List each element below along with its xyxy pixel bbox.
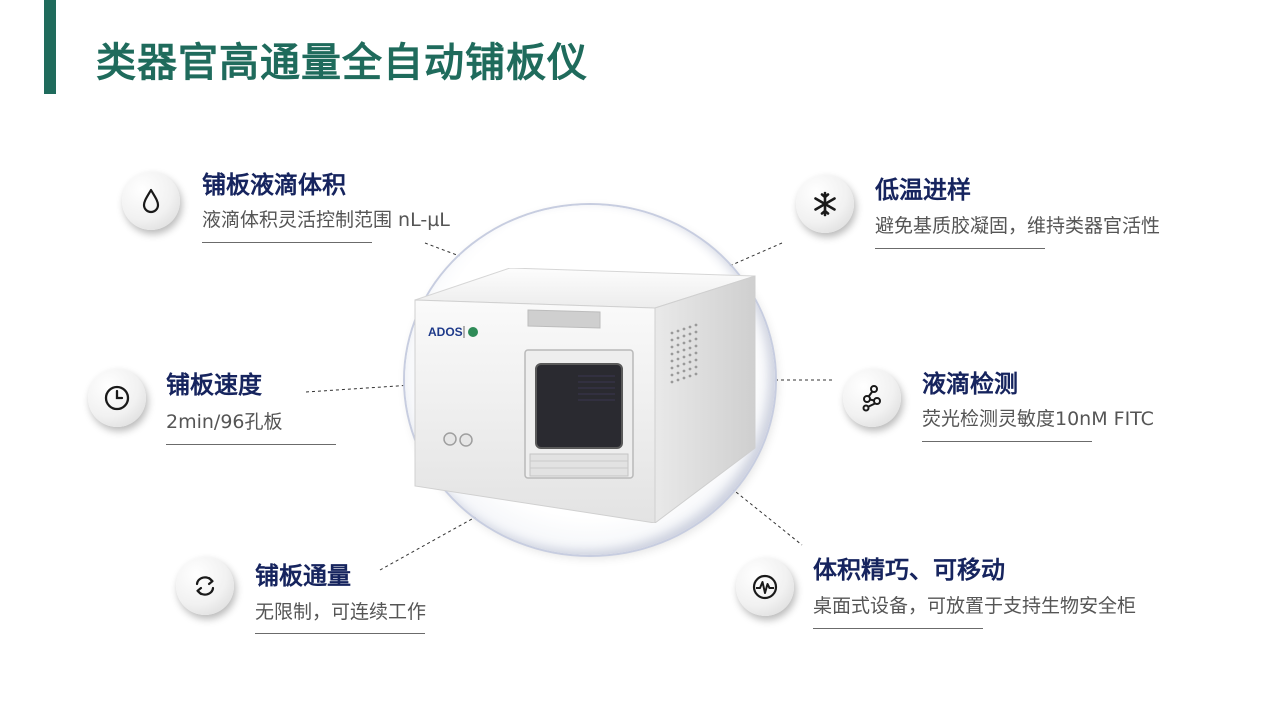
feature-speed-title: 铺板速度: [166, 371, 262, 399]
feature-volume-underline: [202, 242, 372, 243]
title-accent-bar: [44, 0, 56, 94]
snowflake-icon: [796, 175, 854, 233]
feature-detection-underline: [922, 441, 1092, 442]
feature-portable-desc: 桌面式设备，可放置于支持生物安全柜: [813, 595, 1137, 617]
power-button-1: [443, 432, 457, 446]
power-button-2: [459, 433, 473, 447]
brand-logo-mark: [468, 327, 478, 337]
feature-portable-title: 体积精巧、可移动: [813, 556, 1005, 584]
page-title: 类器官高通量全自动铺板仪: [96, 40, 588, 86]
feature-volume-title: 铺板液滴体积: [202, 171, 346, 199]
refresh-cycle-icon: [176, 557, 234, 615]
clock-icon: [88, 369, 146, 427]
feature-temperature-desc: 避免基质胶凝固，维持类器官活性: [875, 215, 1161, 237]
feature-detection-title: 液滴检测: [922, 370, 1018, 398]
feature-detection-desc: 荧光检测灵敏度10nM FITC: [922, 408, 1154, 430]
feature-throughput-underline: [255, 633, 425, 634]
feature-throughput-title: 铺板通量: [255, 562, 351, 590]
feature-portable-underline: [813, 628, 983, 629]
feature-temperature-underline: [875, 248, 1045, 249]
feature-speed-underline: [166, 444, 336, 445]
product-device-image: ADOS: [414, 268, 756, 523]
feature-speed-desc: 2min/96孔板: [166, 411, 283, 433]
connection-nodes-icon: [843, 369, 901, 427]
feature-volume-desc: 液滴体积灵活控制范围 nL-µL: [202, 209, 450, 231]
waveform-icon: [736, 558, 794, 616]
feature-temperature-title: 低温进样: [875, 176, 971, 204]
side-vent: [670, 323, 698, 384]
droplet-icon: [122, 172, 180, 230]
brand-logo-text: ADOS: [428, 325, 463, 339]
feature-throughput-desc: 无限制，可连续工作: [255, 601, 427, 623]
